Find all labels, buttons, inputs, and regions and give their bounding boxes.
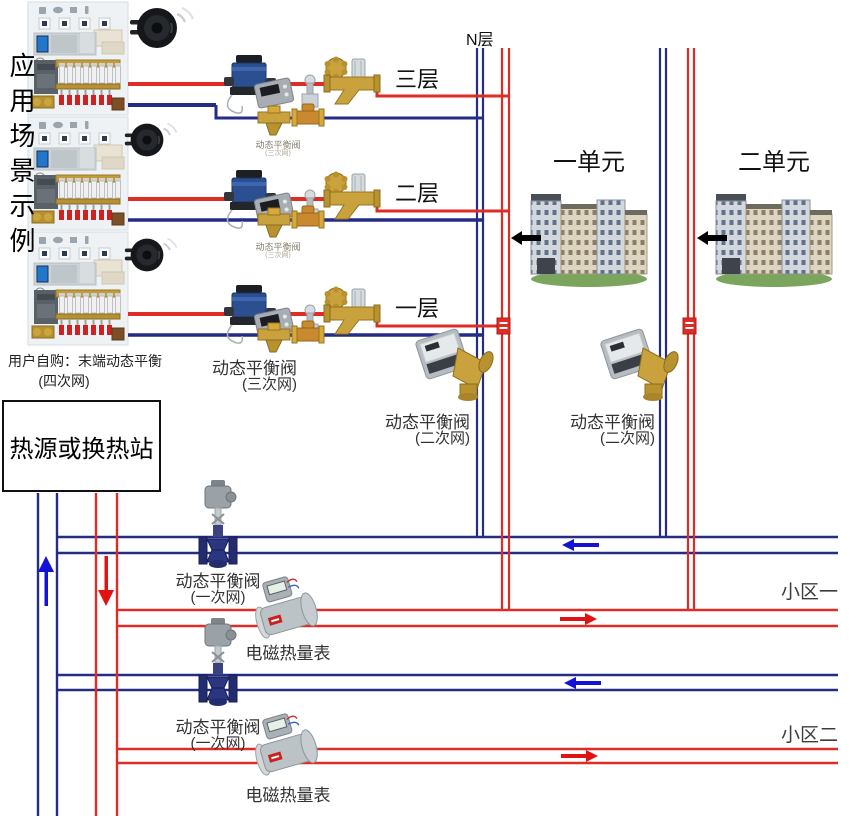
- district-label-2: 小区二: [781, 725, 839, 746]
- tertiary-valve-label-floor1: 动态平衡阀: [212, 359, 297, 378]
- floor-label-2: 二层: [395, 181, 440, 206]
- tertiary-valve-label-floor3: 动态平衡阀: [255, 140, 301, 150]
- unit-label-1: 一单元: [553, 149, 625, 176]
- primary-valve-net-district1: (一次网): [190, 589, 246, 606]
- secondary-valve-net-unit2: (二次网): [600, 430, 655, 447]
- wireless-thermostat-dial-floor2: [123, 122, 178, 158]
- secondary-valve-net-unit1: (二次网): [415, 430, 470, 447]
- secondary-valve-label-unit1: 动态平衡阀: [385, 413, 470, 432]
- floor-label-3: 三层: [395, 67, 440, 92]
- heat-meter-label-district2: 电磁热量表: [245, 786, 331, 805]
- secondary-balancing-valve-unit2: [599, 327, 682, 402]
- purchase-note-line1: 用户自购：末端动态平衡: [8, 353, 162, 369]
- floor-label-n: N层: [466, 32, 494, 49]
- purchase-note-line2: (四次网): [38, 373, 90, 389]
- heat-meter-label-district1: 电磁热量表: [245, 644, 331, 663]
- tertiary-valve-net-floor2: (三次网): [265, 252, 291, 259]
- primary-valve-label-district1: 动态平衡阀: [175, 572, 261, 591]
- page-title: 应用场景示例: [6, 52, 36, 262]
- manifold-cabinet-floor3: [27, 1, 129, 116]
- floor-label-1: 一层: [395, 296, 440, 321]
- primary-balancing-valve-district1: [198, 479, 238, 569]
- unit-label-2: 二单元: [738, 149, 810, 176]
- primary-balancing-valve-district2: [198, 617, 238, 707]
- heat-source-label: 热源或换热站: [9, 435, 154, 463]
- building-unit2: [715, 193, 833, 288]
- tertiary-valve-label-floor2: 动态平衡阀: [255, 242, 301, 252]
- manifold-cabinet-floor1: [27, 231, 129, 346]
- manifold-cabinet-floor2: [27, 116, 129, 231]
- primary-valve-net-district2: (一次网): [190, 735, 246, 752]
- return-pipes: [36, 48, 838, 816]
- riser-coupling-unit1: [496, 317, 511, 335]
- tertiary-valve-net-floor1: (三次网): [242, 376, 297, 393]
- wireless-thermostat-dial-floor1: [123, 237, 178, 273]
- district-label-1: 小区一: [781, 582, 839, 603]
- tertiary-valve-net-floor3: (三次网): [265, 150, 291, 157]
- heat-source-box: 热源或换热站: [2, 400, 161, 492]
- building-unit1: [530, 193, 648, 288]
- flow-arrows: [38, 231, 727, 762]
- wireless-thermostat-dial-floor3: [128, 6, 195, 50]
- primary-valve-label-district2: 动态平衡阀: [175, 718, 261, 737]
- riser-coupling-unit2: [682, 317, 697, 335]
- secondary-valve-label-unit2: 动态平衡阀: [570, 413, 655, 432]
